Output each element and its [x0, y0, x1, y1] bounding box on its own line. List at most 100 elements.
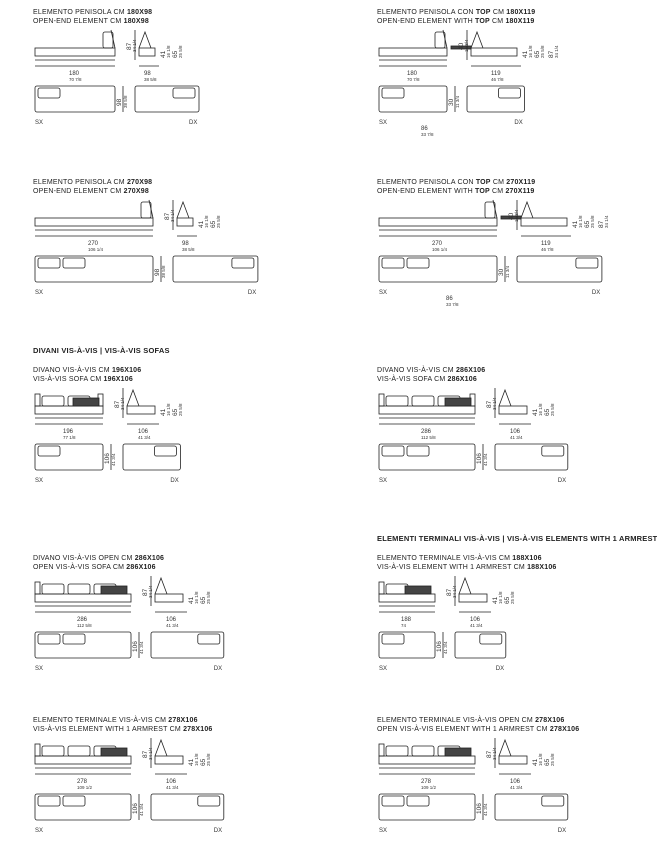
side-view-base [154, 593, 184, 603]
dim-plan-depth-inch: 38 5/8 [161, 265, 166, 278]
front-view-base [34, 405, 104, 415]
title-it: ELEMENTO TERMINALE VIS-À-VIS CM 278X106 [33, 717, 198, 724]
dim-depth-inch: 41 3/4 [510, 785, 523, 790]
dim-plan-depth-inch: 38 5/8 [123, 95, 128, 108]
dim-plan-depth: 30 [498, 268, 505, 276]
side-view-base [470, 47, 518, 57]
drawing-lines [378, 29, 525, 113]
dim-depth-inch: 38 5/8 [144, 77, 157, 82]
plan-right [494, 793, 569, 821]
dim-width-inch: 112 5/8 [421, 435, 436, 440]
side-view-back [126, 388, 140, 407]
title-it: ELEMENTO PENISOLA CON TOP CM 270X119 [377, 179, 536, 186]
title-it: ELEMENTO PENISOLA CM 180X98 [33, 9, 153, 16]
back-cushion [434, 31, 446, 49]
title-en: OPEN-END ELEMENT CM 270X98 [33, 188, 149, 195]
back-cushion [385, 395, 409, 407]
dim-arm-height: 65 [172, 408, 179, 416]
backrest [492, 199, 498, 219]
dim-seat-height: 41 [160, 50, 167, 58]
plan-cushion [406, 795, 430, 807]
plan-left [378, 793, 476, 821]
plan-right [466, 85, 525, 113]
dim-height-total: 87 [126, 42, 133, 50]
title-en: OPEN-END ELEMENT WITH TOP CM 270X119 [377, 188, 535, 195]
dim-width: 278 [421, 779, 432, 785]
label-sx: SX [379, 828, 387, 834]
label-dx: DX [514, 120, 522, 126]
dim-plan-depth: 98 [116, 98, 123, 106]
label-sx: SX [35, 666, 43, 672]
title-en: VIS-À-VIS ELEMENT WITH 1 ARMREST CM 188X… [377, 564, 557, 571]
plan-left [34, 85, 116, 113]
dim-seat-height: 41 [492, 596, 499, 604]
label-dx: DX [248, 290, 256, 296]
dim-height-total-inch: 34 1/4 [170, 209, 175, 222]
label-dx: DX [496, 666, 504, 672]
dim-depth: 106 [510, 429, 521, 435]
label-sx: SX [379, 666, 387, 672]
dim-width-inch: 70 7/8 [69, 77, 82, 82]
dim-back-height: 87 [598, 220, 605, 228]
plan-cushion [381, 87, 405, 99]
plan-cushion [498, 87, 521, 99]
dim-height-total: 87 [114, 400, 121, 408]
dim-height-total-inch: 34 1/4 [120, 397, 125, 410]
back-cushion [484, 201, 496, 219]
dim-height-total-inch: 34 1/4 [492, 397, 497, 410]
quilted-panel [404, 585, 432, 595]
dim-width-inch: 74 [401, 623, 407, 628]
backrest [442, 29, 448, 49]
dim-width-inch: 112 5/8 [77, 623, 92, 628]
dim-depth: 106 [166, 617, 177, 623]
dim-seat-height-inch: 16 1/8 [538, 403, 543, 416]
label-sx: SX [379, 120, 387, 126]
dim-height-total: 87 [446, 588, 453, 596]
title-it: ELEMENTO PENISOLA CON TOP CM 180X119 [377, 9, 536, 16]
dim-plan-depth-inch: 11 3/4 [455, 95, 460, 108]
front-view-base [34, 217, 154, 227]
dim-top-width: 86 [446, 296, 453, 302]
dim-depth-inch: 38 5/8 [182, 247, 195, 252]
dim-width: 278 [77, 779, 88, 785]
dim-width-inch: 109 1/2 [421, 785, 437, 790]
section-heading-terminal-elements: ELEMENTI TERMINALI VIS-À-VIS | VIS-À-VIS… [377, 534, 657, 543]
plan-left [34, 255, 154, 283]
quilted-panel [100, 585, 128, 595]
dim-width-inch: 106 1/4 [432, 247, 448, 252]
label-dx: DX [170, 478, 178, 484]
title-en: VIS-À-VIS SOFA CM 196X106 [33, 376, 133, 383]
plan-right [494, 443, 569, 471]
title-it: DIVANO VIS-À-VIS CM 196X106 [33, 367, 142, 374]
dim-plan-depth-inch: 41 3/4 [139, 803, 144, 816]
dim-arm-height: 65 [200, 596, 207, 604]
product-block: ELEMENTO TERMINALE VIS-À-VIS OPEN CM 278… [377, 716, 657, 866]
plan-left [34, 443, 104, 471]
dim-seat-height: 41 [522, 50, 529, 58]
dim-depth-inch: 46 7/8 [491, 77, 504, 82]
armrest [34, 743, 41, 757]
front-view-base [34, 593, 132, 603]
armrest [378, 581, 385, 595]
side-view-back [470, 30, 484, 49]
back-cushion [385, 745, 409, 757]
dim-seat-height: 41 [532, 408, 539, 416]
dim-plan-depth: 30 [448, 98, 455, 106]
side-view-back [498, 738, 512, 757]
plan-left [378, 631, 436, 659]
title-en: OPEN VIS-À-VIS ELEMENT WITH 1 ARMREST CM… [377, 726, 580, 733]
dim-width: 270 [88, 241, 99, 247]
plan-cushion [541, 445, 565, 457]
drawing-lines [378, 388, 569, 471]
title-it: ELEMENTO TERMINALE VIS-À-VIS OPEN CM 278… [377, 717, 565, 724]
backrest [148, 199, 154, 219]
product-title: ELEMENTO TERMINALE VIS-À-VIS OPEN CM 278… [377, 716, 579, 734]
